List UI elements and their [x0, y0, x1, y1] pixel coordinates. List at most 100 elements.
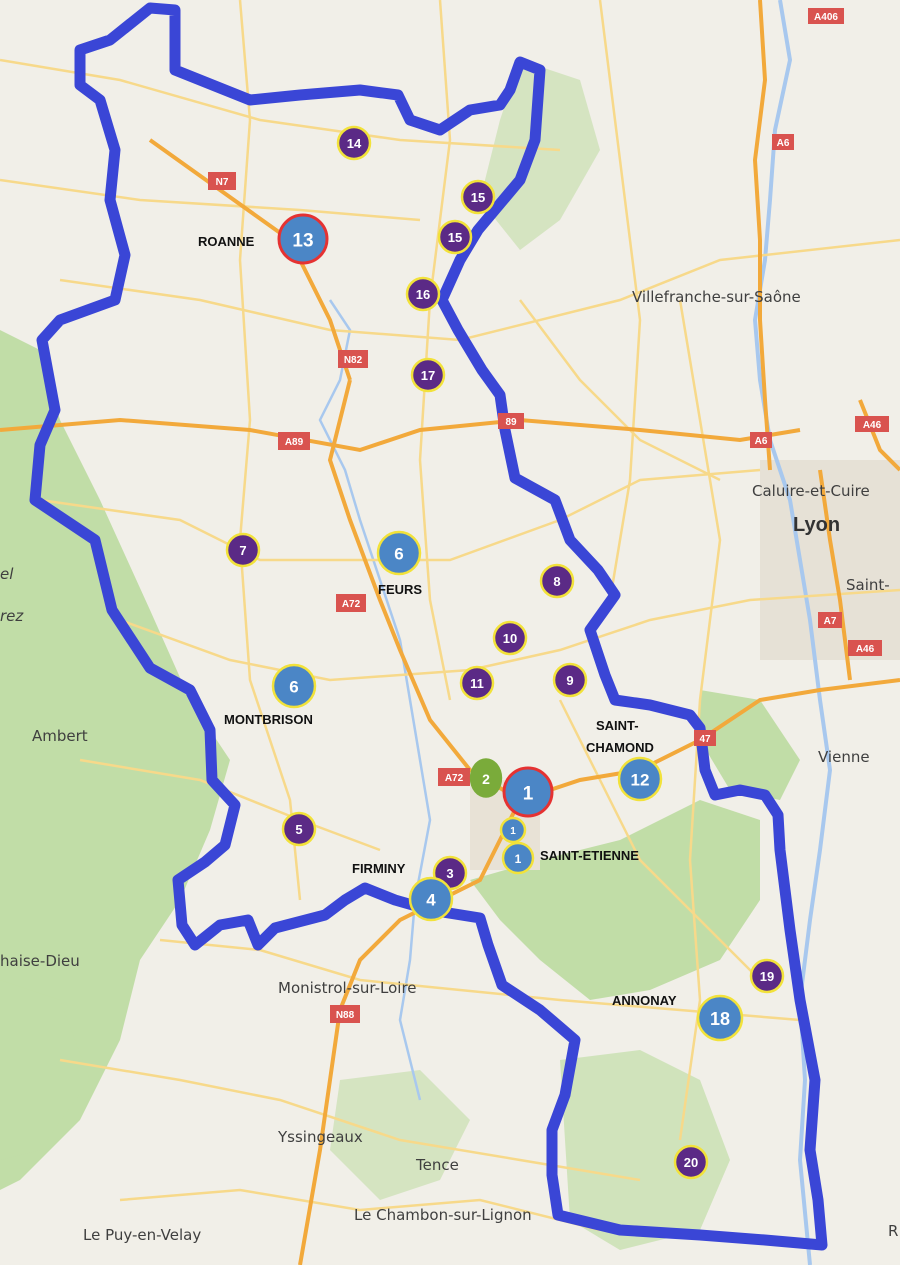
marker-circle[interactable]: [437, 219, 473, 255]
svg-text:A7: A7: [824, 616, 837, 627]
town-label-tence: Tence: [415, 1156, 459, 1174]
marker-circle[interactable]: [459, 665, 495, 701]
marker-label: 18: [710, 1009, 730, 1029]
marker-label: 2: [482, 771, 490, 787]
road-shield-n82: N82: [338, 350, 368, 368]
svg-text:A6: A6: [755, 436, 768, 447]
marker-m15b[interactable]: 15: [437, 219, 473, 255]
marker-label: 1: [523, 784, 534, 805]
marker-m12[interactable]: 12: [617, 756, 663, 802]
town-label-saint-right: Saint-: [846, 576, 890, 594]
marker-circle[interactable]: [469, 758, 503, 798]
marker-circle[interactable]: [225, 532, 261, 568]
road-shield-a6-top: A6: [772, 134, 794, 150]
road-shield-47: 47: [694, 730, 716, 746]
marker-circle[interactable]: [673, 1144, 709, 1180]
marker-circle[interactable]: [405, 276, 441, 312]
marker-label: 15: [448, 230, 462, 245]
marker-circle[interactable]: [696, 994, 744, 1042]
marker-label: 7: [239, 543, 246, 558]
marker-m18[interactable]: 18: [696, 994, 744, 1042]
svg-text:N82: N82: [344, 355, 363, 366]
marker-m2[interactable]: 2: [469, 758, 503, 798]
road-shields: A406 A6 N7 N82 89 A89 A6 A46 A72 A7 A46 …: [208, 8, 889, 1023]
marker-circle[interactable]: [408, 876, 454, 922]
marker-label: 6: [394, 545, 403, 564]
marker-label: 8: [553, 574, 560, 589]
marker-m19[interactable]: 19: [749, 958, 785, 994]
marker-m7[interactable]: 7: [225, 532, 261, 568]
road-shield-a89: A89: [278, 432, 310, 450]
svg-text:A72: A72: [342, 599, 361, 610]
road-shield-a72-north: A72: [336, 594, 366, 612]
town-label-r-edge: R: [888, 1222, 898, 1240]
svg-text:A89: A89: [285, 437, 304, 448]
town-label-el: el: [0, 565, 14, 583]
town-labels: Villefranche-sur-Saône Caluire-et-Cuire …: [0, 288, 898, 1244]
marker-m17[interactable]: 17: [410, 357, 446, 393]
city-label-montbrison: MONTBRISON: [224, 712, 313, 727]
svg-text:A72: A72: [445, 773, 464, 784]
marker-circle[interactable]: [502, 766, 554, 818]
marker-label: 14: [347, 136, 362, 151]
marker-m6-montbrison[interactable]: 6: [271, 663, 317, 709]
marker-circle[interactable]: [492, 620, 528, 656]
marker-circle[interactable]: [501, 841, 535, 875]
svg-text:A6: A6: [777, 138, 790, 149]
marker-circle[interactable]: [281, 811, 317, 847]
city-label-saint-etienne: SAINT-ETIENNE: [540, 848, 639, 863]
marker-circle[interactable]: [552, 662, 588, 698]
marker-label: 19: [760, 969, 774, 984]
marker-m1-small-a[interactable]: 1: [499, 816, 527, 844]
town-label-chaise-dieu: haise-Dieu: [0, 952, 80, 970]
marker-m20[interactable]: 20: [673, 1144, 709, 1180]
marker-circle[interactable]: [539, 563, 575, 599]
marker-m13[interactable]: 13: [277, 213, 329, 265]
marker-label: 12: [631, 771, 650, 790]
marker-circle[interactable]: [410, 357, 446, 393]
town-label-vienne: Vienne: [818, 748, 870, 766]
svg-text:N7: N7: [216, 177, 229, 188]
marker-circle[interactable]: [271, 663, 317, 709]
marker-circle[interactable]: [336, 125, 372, 161]
town-label-yssingeaux: Yssingeaux: [277, 1128, 363, 1146]
svg-text:89: 89: [505, 417, 517, 428]
marker-circle[interactable]: [749, 958, 785, 994]
town-label-lyon: Lyon: [793, 514, 840, 536]
town-label-chambon: Le Chambon-sur-Lignon: [354, 1206, 532, 1224]
town-label-villefranche: Villefranche-sur-Saône: [632, 288, 801, 306]
marker-circle[interactable]: [499, 816, 527, 844]
marker-circle[interactable]: [460, 179, 496, 215]
road-shield-a6-mid: A6: [750, 432, 772, 448]
road-shield-a72-south: A72: [438, 768, 470, 786]
city-label-saint-chamond-1: SAINT-: [596, 718, 639, 733]
marker-m1-small-b[interactable]: 1: [501, 841, 535, 875]
marker-circle[interactable]: [617, 756, 663, 802]
marker-m16[interactable]: 16: [405, 276, 441, 312]
marker-circle[interactable]: [376, 530, 422, 576]
marker-label: 15: [471, 190, 485, 205]
road-shield-a406: A406: [808, 8, 844, 24]
city-labels: ROANNE FEURS MONTBRISON SAINT- CHAMOND F…: [198, 234, 677, 1008]
town-label-monistrol: Monistrol-sur-Loire: [278, 979, 417, 997]
marker-label: 3: [446, 866, 453, 881]
marker-m5[interactable]: 5: [281, 811, 317, 847]
svg-text:A46: A46: [856, 644, 875, 655]
marker-label: 5: [295, 822, 302, 837]
marker-m10[interactable]: 10: [492, 620, 528, 656]
marker-circle[interactable]: [277, 213, 329, 265]
marker-m4[interactable]: 4: [408, 876, 454, 922]
marker-m14[interactable]: 14: [336, 125, 372, 161]
marker-m9[interactable]: 9: [552, 662, 588, 698]
road-shield-a46-low: A46: [848, 640, 882, 656]
marker-label: 11: [470, 676, 484, 691]
marker-m15a[interactable]: 15: [460, 179, 496, 215]
marker-m6-feurs[interactable]: 6: [376, 530, 422, 576]
marker-label: 1: [515, 852, 522, 866]
city-label-feurs: FEURS: [378, 582, 422, 597]
marker-m1-red[interactable]: 1: [502, 766, 554, 818]
marker-m8[interactable]: 8: [539, 563, 575, 599]
marker-m11[interactable]: 11: [459, 665, 495, 701]
